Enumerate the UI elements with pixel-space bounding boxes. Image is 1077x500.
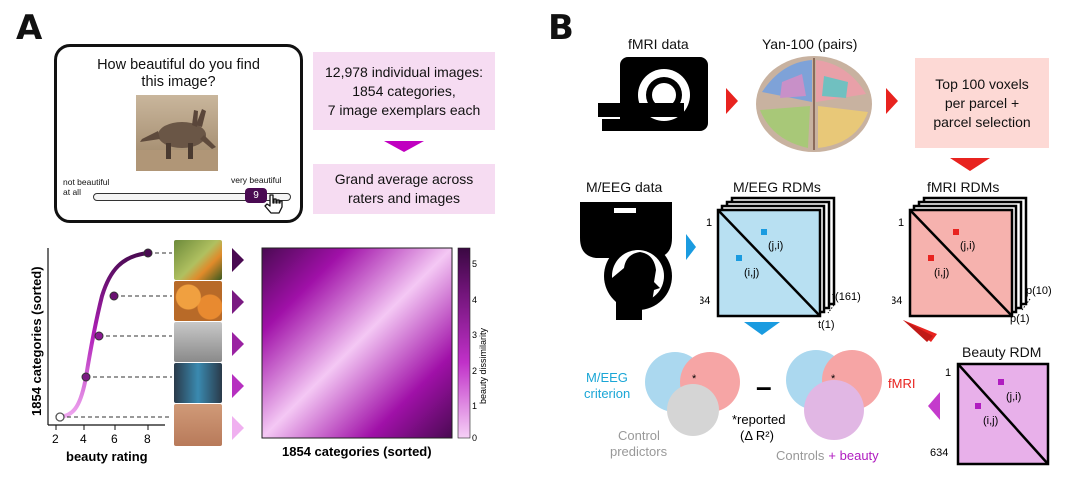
top-voxels-box: Top 100 voxels per parcel + parcel selec… [915, 58, 1049, 148]
meeg-rdm-stack: 1 634 (j,i) (i,j) t(161) t(1) [700, 196, 861, 331]
colorbar-tick-3: 3 [472, 330, 477, 340]
hand-cursor-icon [264, 194, 283, 214]
venn-star-right: * [831, 373, 836, 385]
down-arrow-icon [384, 141, 424, 152]
meeg-data-label: M/EEG data [586, 179, 663, 195]
xtick-8: 8 [144, 432, 151, 446]
colorbar-tick-4: 4 [472, 295, 477, 305]
meeg-time-last: t(161) [832, 291, 861, 303]
beauty-rdm-matrix: 1 634 (j,i) (i,j) [930, 362, 1050, 466]
rating-question-line1: How beautiful do you find [97, 57, 260, 73]
arrow-down-red-icon [950, 158, 990, 171]
meeg-cell-ji: (j,i) [768, 240, 783, 252]
colorbar-tick-0: 0 [472, 433, 477, 443]
control-predictors-line2: predictors [610, 444, 668, 459]
control-predictors-line1: Control [618, 428, 660, 443]
rating-slider-value: 9 [253, 190, 259, 201]
plus-beauty-text: + beauty [828, 448, 879, 463]
image-count-line3: 7 image exemplars each [327, 101, 481, 118]
fmri-cell-ij: (i,j) [934, 267, 949, 279]
label-not-beautiful: not beautiful at all [63, 177, 109, 197]
arrow-down-blue-icon [744, 322, 780, 335]
beauty-rdm-title: Beauty RDM [962, 344, 1042, 360]
top-voxels-line1: Top 100 voxels [935, 75, 1029, 92]
brain-parcellation-icon [756, 56, 872, 152]
top-voxels-line2: per parcel + [944, 94, 1020, 111]
arrow-right-red-1-icon [726, 88, 738, 114]
panel-a-letter: A [16, 8, 43, 48]
curve-xlabel: beauty rating [66, 449, 148, 464]
beauty-cell-ji: (j,i) [1006, 391, 1021, 403]
rating-slider-handle[interactable]: 9 [245, 188, 267, 203]
meeg-rdms-title: M/EEG RDMs [733, 179, 821, 195]
grand-average-line1: Grand average across [334, 171, 474, 187]
arrow-left-magenta-icon [928, 392, 940, 420]
controls-text: Controls [776, 448, 825, 463]
meeg-tick-1: 1 [706, 217, 712, 229]
thumb-butterfly [174, 240, 222, 280]
meeg-time-first: t(1) [818, 319, 835, 331]
beauty-tick-1: 1 [945, 367, 951, 379]
controls-label: Controls+ beauty [776, 448, 879, 463]
fmri-data-label: fMRI data [628, 36, 689, 52]
venn-minus: – [756, 371, 772, 402]
yan-label: Yan-100 (pairs) [762, 36, 858, 52]
venn-star-left: * [692, 373, 697, 385]
grand-average-line2: raters and images [347, 190, 461, 206]
beauty-cell-ij: (i,j) [983, 415, 998, 427]
colorbar-label: beauty dissimilarity [478, 327, 488, 404]
rating-slider-track[interactable] [93, 193, 291, 201]
beauty-tick-634: 634 [930, 447, 948, 459]
arrow-right-blue-icon [686, 234, 696, 260]
thumb-machine [174, 363, 222, 403]
label-not-beautiful-line1: not beautiful [63, 177, 110, 187]
fmri-parcel-first: p(1) [1010, 313, 1030, 325]
reported-line2: (Δ R²) [740, 428, 774, 443]
meeg-criterion-line2: criterion [584, 386, 630, 401]
rating-card: How beautiful do you find this image? no… [54, 44, 303, 223]
rating-question-line2: this image? [141, 74, 216, 90]
colorbar-tick-5: 5 [472, 259, 477, 269]
fmri-tick-634: 634 [892, 295, 902, 307]
curve-ylabel: 1854 categories (sorted) [29, 266, 44, 416]
panel-b-letter: B [548, 8, 574, 48]
fmri-cell-ji: (j,i) [960, 240, 975, 252]
reported-line1: *reported [732, 412, 785, 427]
label-not-beautiful-line2: at all [63, 187, 81, 197]
venn-section: * * – M/EEG criterion Control predictors… [584, 350, 915, 463]
image-count-box: 12,978 individual images: 1854 categorie… [313, 52, 495, 130]
aardvark-image [136, 95, 218, 171]
fmri-tick-1: 1 [898, 217, 904, 229]
grand-average-box: Grand average across raters and images [313, 164, 495, 214]
image-count-line2: 1854 categories, [352, 82, 456, 99]
fmri-rdms-title: fMRI RDMs [927, 179, 1000, 195]
xtick-4: 4 [80, 432, 87, 446]
beauty-rdm-heatmap: 5 4 3 2 1 0 beauty dissimilarity 1854 ca… [261, 247, 488, 459]
colorbar-tick-1: 1 [472, 401, 477, 411]
meg-helmet-head-icon [580, 202, 672, 320]
fmri-rdm-stack: 1 634 (j,i) (i,j) p(10) p(1) [892, 196, 1052, 325]
meeg-criterion-line1: M/EEG [586, 370, 628, 385]
xtick-2: 2 [52, 432, 59, 446]
arrow-diag-red-icon [903, 320, 937, 342]
chevron-column-icon [232, 248, 244, 440]
colorbar-tick-2: 2 [472, 366, 477, 376]
thumb-stroller [174, 322, 222, 362]
heatmap-xlabel: 1854 categories (sorted) [282, 444, 432, 459]
mri-scanner-icon [598, 57, 708, 131]
rating-curve-plot: 2 4 6 8 beauty rating 1854 categories (s… [29, 248, 172, 464]
fmri-venn-label: fMRI [888, 376, 915, 391]
meeg-tick-634: 634 [700, 295, 710, 307]
top-voxels-line3: parcel selection [933, 113, 1031, 130]
meeg-cell-ij: (i,j) [744, 267, 759, 279]
xtick-6: 6 [111, 432, 118, 446]
fmri-parcel-last: p(10) [1026, 285, 1052, 297]
thumb-skin [174, 404, 222, 446]
thumb-oranges [174, 281, 222, 321]
rating-question: How beautiful do you find this image? [57, 57, 300, 91]
arrow-right-red-2-icon [886, 88, 898, 114]
image-count-line1: 12,978 individual images: [325, 63, 483, 80]
label-very-beautiful: very beautiful [231, 175, 282, 185]
